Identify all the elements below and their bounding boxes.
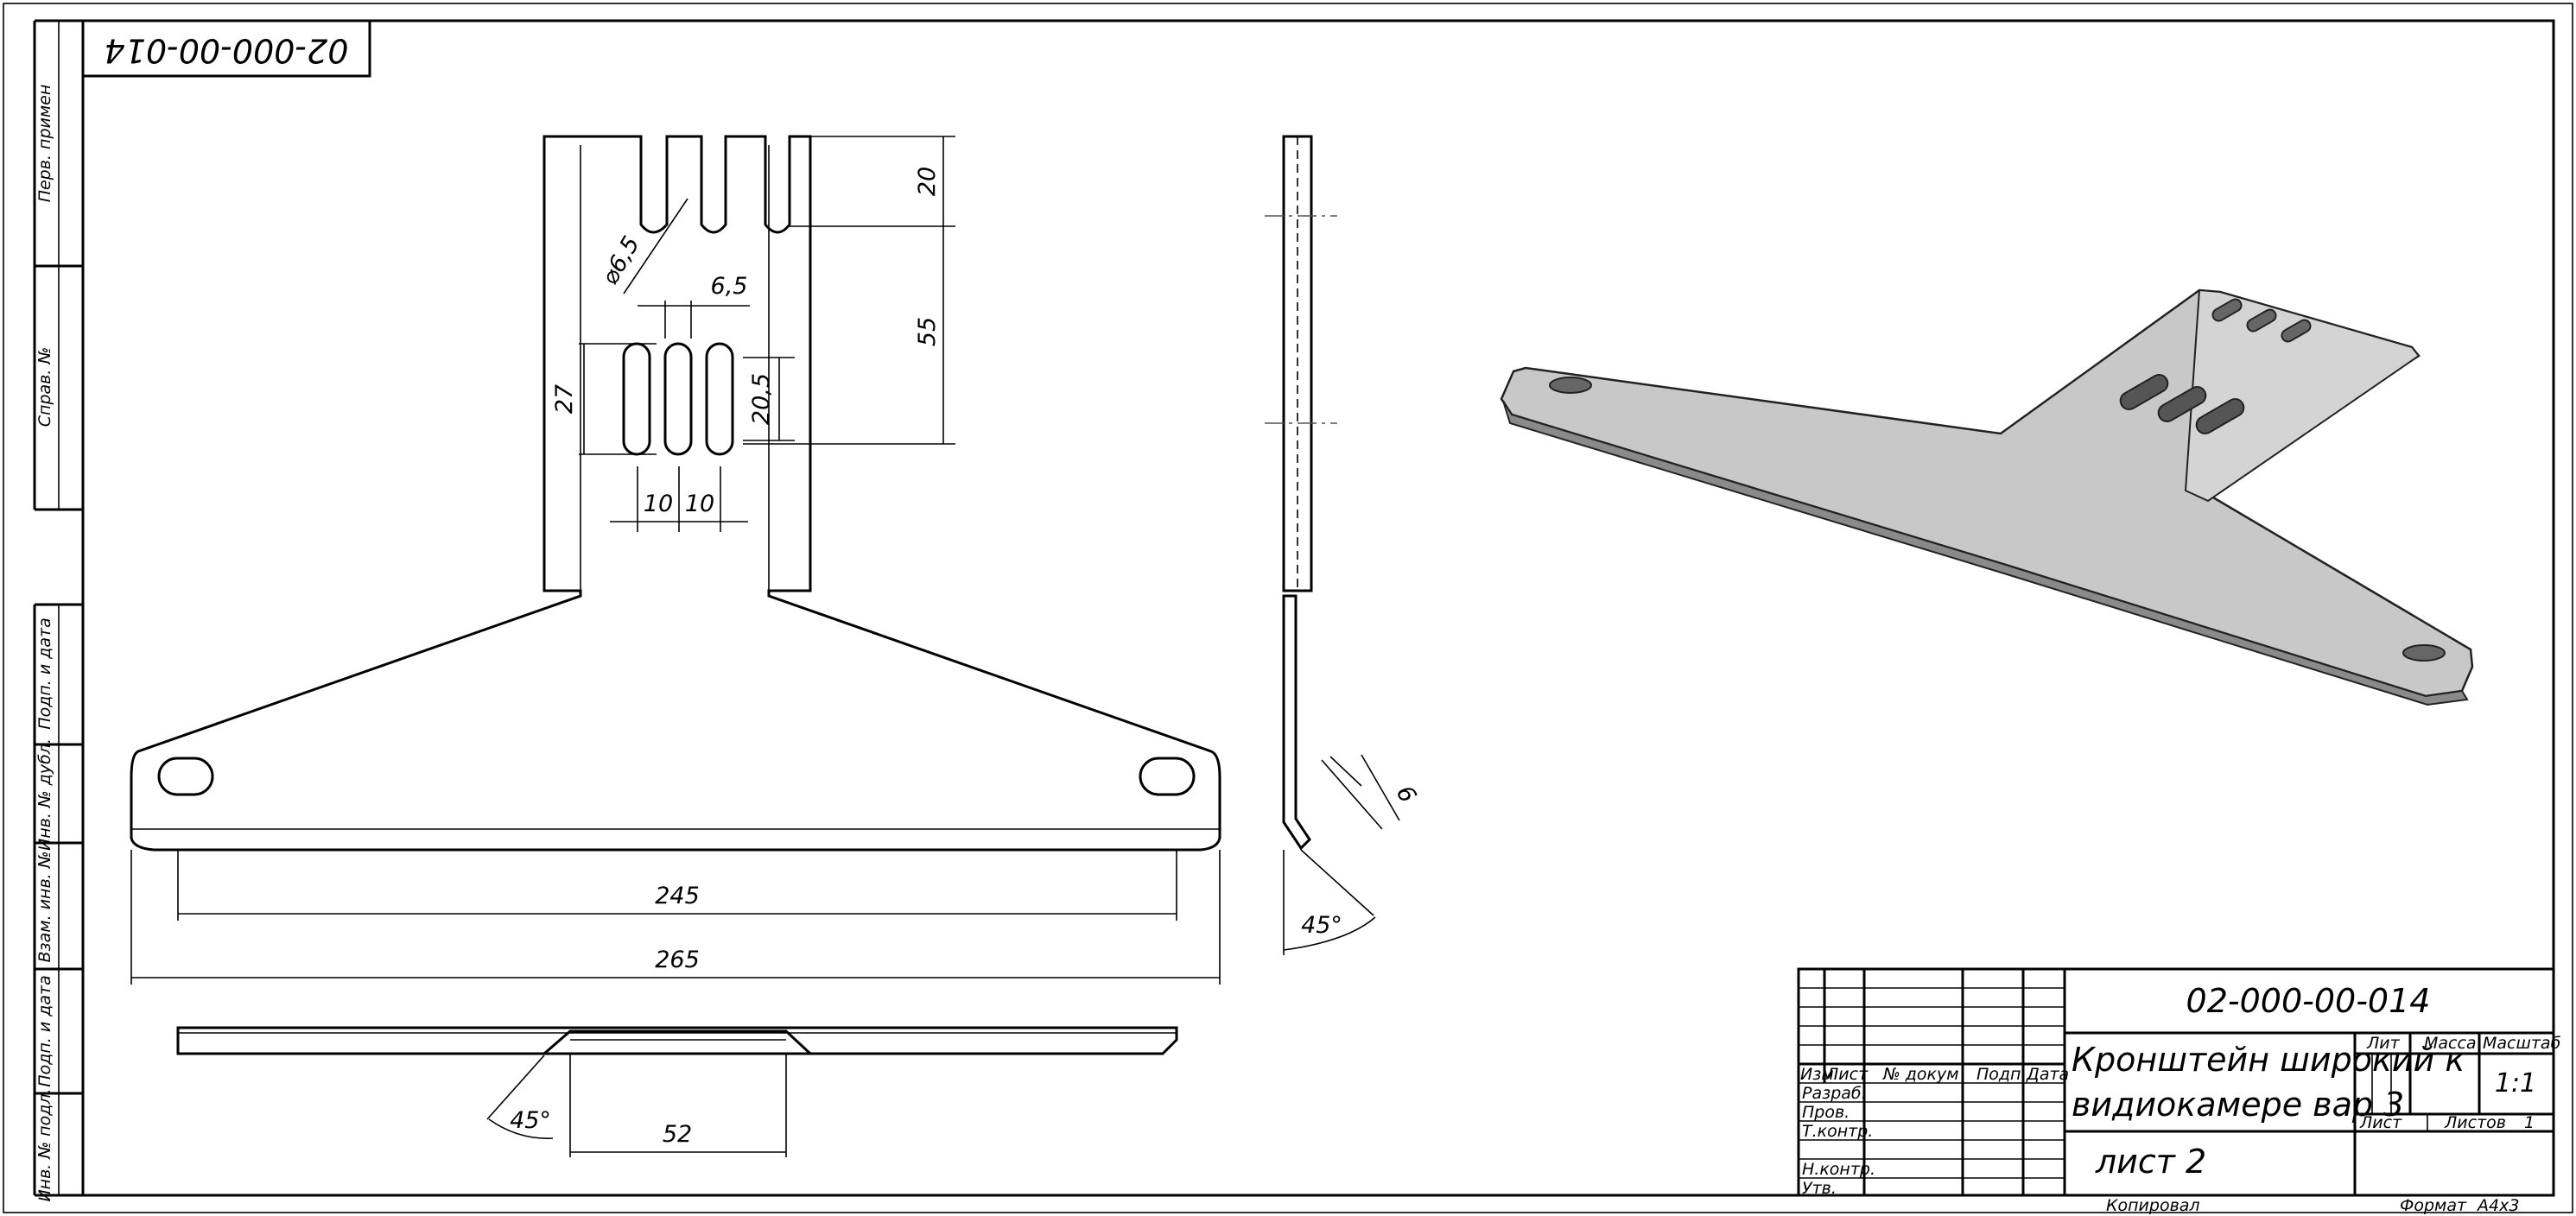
side-label-6: Инв. № подл. <box>35 1088 54 1201</box>
front-dims: 20 55 ⌀6,5 6,5 27 20,5 10 10 245 265 <box>130 136 1221 985</box>
header-izm: Изм <box>1800 1065 1834 1084</box>
dim-slot-h: 27 <box>551 384 578 414</box>
row-utv: Утв. <box>1802 1179 1837 1198</box>
mass-label: Масса <box>2424 1034 2477 1053</box>
row-razrab: Разраб. <box>1802 1084 1867 1103</box>
header-data: Дата <box>2026 1065 2069 1084</box>
side-label-3: Инв. № дубл. <box>35 738 54 851</box>
title-code: 02-000-00-014 <box>2186 982 2431 1020</box>
side-stamp: Перв. примен Справ. № Подп. и дата Инв. … <box>33 19 85 1202</box>
title-name-1: Кронштейн широкий к <box>2072 1041 2465 1079</box>
front-view <box>130 135 1221 852</box>
row-prov: Пров. <box>1802 1103 1850 1122</box>
copied-label: Копировал <box>2106 1196 2200 1215</box>
header-list: Лист <box>1825 1065 1869 1084</box>
side-label-5: Подп. и дата <box>35 975 54 1086</box>
scale-value: 1:1 <box>2495 1068 2536 1099</box>
corner-code-box: 02-000-00-014 <box>81 19 371 78</box>
side-label-1: Справ. № <box>35 347 54 427</box>
dim-angle-bottom: 45° <box>510 1107 551 1134</box>
dim-slot-w: 6,5 <box>711 273 748 300</box>
sheet-label: Лист <box>2359 1113 2402 1132</box>
dim-pitch-2: 10 <box>685 491 714 517</box>
dim-slot-inner: 20,5 <box>748 373 775 425</box>
dim-hole: ⌀6,5 <box>596 231 644 289</box>
dim-bend: 52 <box>663 1121 692 1148</box>
title-name-2: видиокамере вар 3 <box>2072 1086 2404 1124</box>
dim-slot-top: 20 <box>914 167 941 196</box>
header-podp: Подп <box>1976 1065 2021 1084</box>
dim-holes: 245 <box>655 883 700 909</box>
side-label-0: Перв. примен <box>35 85 54 203</box>
sheets-label: Листов <box>2444 1113 2506 1132</box>
outer-frame <box>3 3 2573 1213</box>
sheets-value: 1 <box>2524 1113 2535 1132</box>
side-label-2: Подп. и дата <box>35 618 54 729</box>
title-block: 02-000-00-014 Кронштейн широкий к видиок… <box>1797 967 2561 1215</box>
dim-gap: 55 <box>914 317 941 346</box>
format-label: Формат <box>2400 1196 2467 1215</box>
side-label-4: Взам. инв. № <box>35 851 54 962</box>
header-doc: № докум <box>1882 1065 1959 1084</box>
dim-width: 265 <box>655 947 700 973</box>
dim-side-len: 6 <box>1391 782 1421 808</box>
side-view: 6 45° <box>1265 135 1421 955</box>
row-nkontr: Н.контр. <box>1802 1160 1875 1179</box>
bottom-view: 45° 52 <box>176 1026 1178 1157</box>
row-tkontr: Т.контр. <box>1802 1122 1873 1141</box>
format-value: A4x3 <box>2476 1196 2519 1215</box>
dim-pitch-1: 10 <box>644 491 673 517</box>
isometric-view <box>1500 288 2474 706</box>
scale-label: Масштаб <box>2483 1034 2561 1053</box>
lit-label: Лит <box>2366 1034 2401 1053</box>
dim-side-angle: 45° <box>1301 912 1342 939</box>
sheet-name: лист 2 <box>2095 1143 2206 1181</box>
corner-code: 02-000-00-014 <box>105 32 349 70</box>
